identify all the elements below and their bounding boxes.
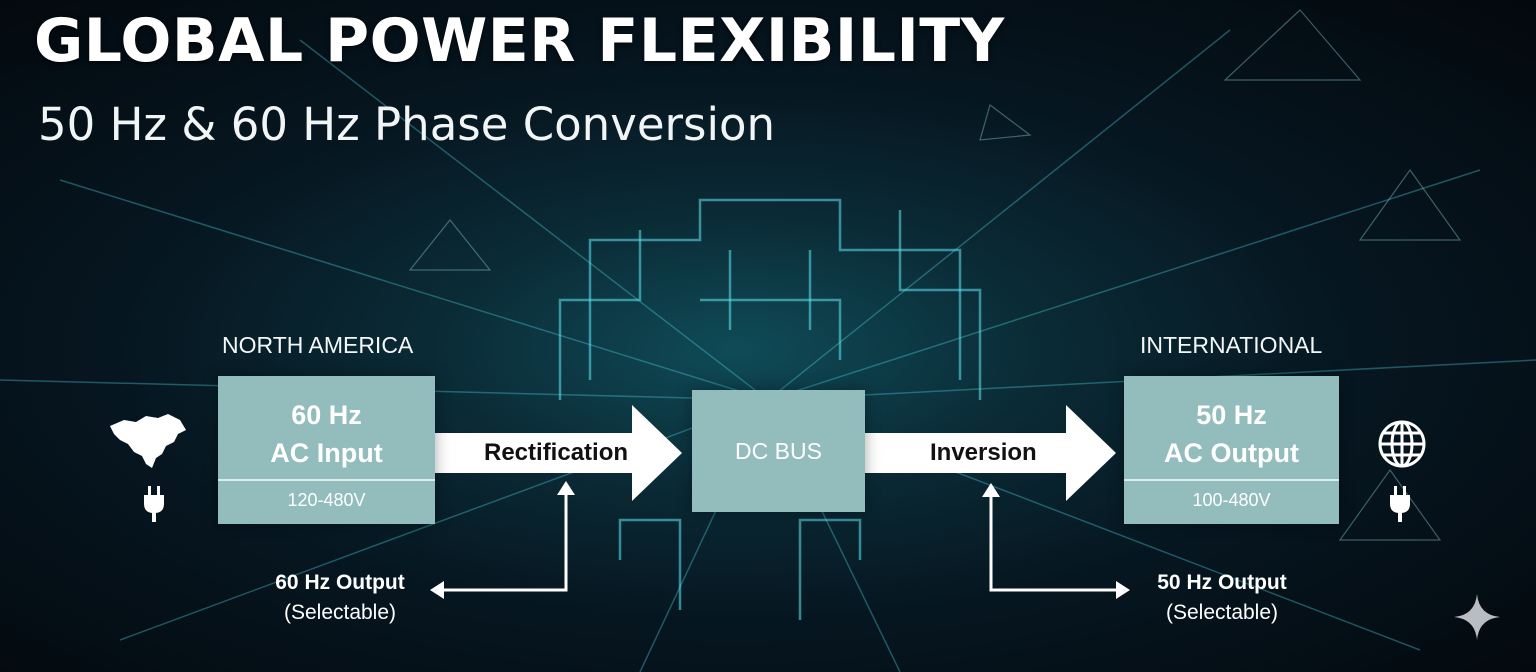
tap-50hz-connector	[982, 483, 1130, 599]
power-plug-icon	[144, 486, 164, 522]
tap-50hz-title: 50 Hz Output	[1157, 571, 1287, 594]
input-frequency: 60 Hz	[291, 400, 362, 430]
ac-output-title: 50 Hz AC Output	[1124, 376, 1339, 472]
region-label-north-america: NORTH AMERICA	[222, 332, 414, 358]
tap-60hz-title: 60 Hz Output	[275, 571, 405, 594]
north-america-map-icon	[110, 414, 186, 468]
tap-60hz-note: (Selectable)	[283, 601, 397, 624]
input-voltage-range: 120-480V	[287, 490, 366, 510]
rectification-arrow	[434, 405, 682, 501]
page-title: GLOBAL POWER FLEXIBILITY	[34, 6, 1005, 76]
region-label-international: INTERNATIONAL	[1140, 332, 1323, 358]
rectification-label: Rectification	[484, 439, 629, 466]
tap-50hz-label: 50 Hz Output (Selectable)	[1132, 568, 1312, 628]
tap-60hz-connector	[430, 481, 575, 599]
power-plug-icon	[1390, 486, 1410, 522]
output-frequency: 50 Hz	[1196, 400, 1267, 430]
dc-bus-label: DC BUS	[735, 437, 822, 464]
ac-output-box: 50 Hz AC Output 100-480V	[1124, 376, 1339, 524]
ac-input-box: 60 Hz AC Input 120-480V	[218, 376, 435, 524]
inversion-label: Inversion	[930, 439, 1037, 466]
sparkle-icon	[1454, 594, 1500, 640]
globe-icon	[1378, 420, 1426, 468]
inversion-arrow	[864, 405, 1116, 501]
tap-60hz-label: 60 Hz Output (Selectable)	[250, 568, 430, 628]
page-subtitle: 50 Hz & 60 Hz Phase Conversion	[38, 98, 776, 151]
tap-50hz-note: (Selectable)	[1165, 601, 1279, 624]
divider	[218, 479, 435, 481]
output-type: AC Output	[1164, 438, 1299, 468]
divider	[1124, 479, 1339, 481]
output-voltage-range: 100-480V	[1192, 490, 1271, 510]
dc-bus-box: DC BUS	[692, 390, 865, 512]
ac-input-title: 60 Hz AC Input	[218, 376, 435, 472]
input-type: AC Input	[270, 438, 383, 468]
